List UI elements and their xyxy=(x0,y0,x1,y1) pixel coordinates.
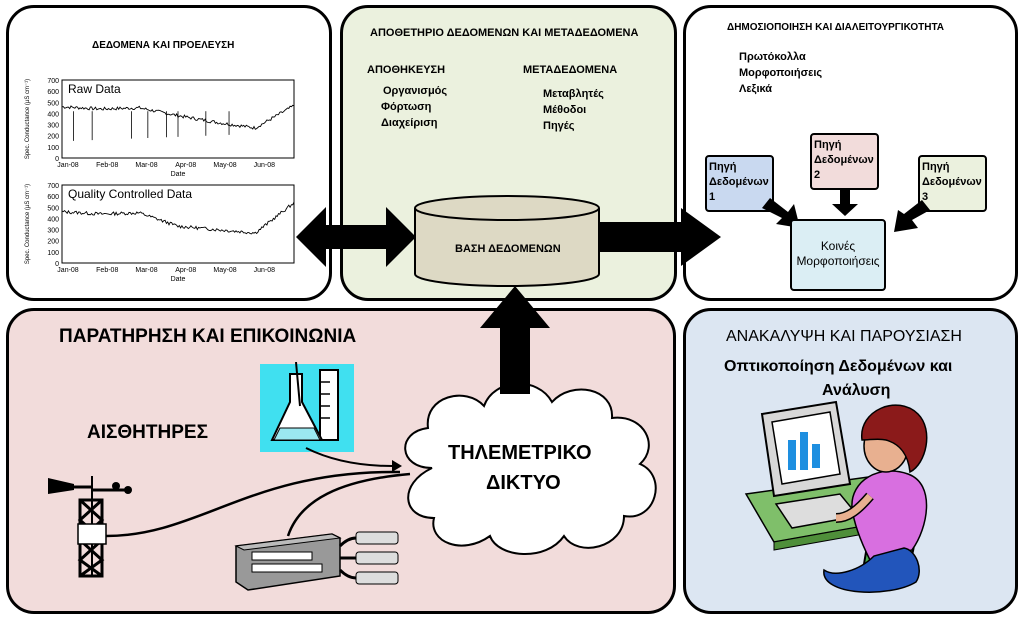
y-tick-label: 600 xyxy=(47,194,59,201)
source-label: Πηγή xyxy=(709,161,737,173)
storage-item: Οργανισμός xyxy=(383,85,448,97)
publish-panel-title: ΔΗΜΟΣΙΟΠΟΙΗΣΗ ΚΑΙ ΔΙΑΛΕΙΤΟΥΡΓΙΚΟΤΗΤΑ xyxy=(727,22,945,33)
data-logger-icon xyxy=(234,531,399,591)
sensors-label: ΑΙΣΘΗΤΗΡΕΣ xyxy=(87,422,208,443)
arrow-network-repository xyxy=(480,286,550,394)
series-line xyxy=(61,201,295,235)
y-tick-label: 200 xyxy=(47,239,59,246)
y-tick-label: 200 xyxy=(47,134,59,141)
common-formats-box: Κοινές Μορφοποιήσεις xyxy=(790,219,886,291)
y-tick-label: 0 xyxy=(55,261,59,268)
y-axis-label: Spec. Conductance (μS cm⁻¹) xyxy=(25,184,31,264)
data-source-1: Πηγή Δεδομένων 1 xyxy=(705,155,774,212)
x-tick-label: May-08 xyxy=(213,267,236,274)
observation-panel-title: ΠΑΡΑΤΗΡΗΣΗ ΚΑΙ ΕΠΙΚΟΙΝΩΝΙΑ xyxy=(59,326,357,347)
x-tick-label: May-08 xyxy=(213,162,236,169)
common-formats-label: Κοινές xyxy=(820,239,856,253)
y-tick-label: 0 xyxy=(55,156,59,163)
storage-item: Φόρτωση xyxy=(381,101,432,113)
source-label: Δεδομένων xyxy=(709,176,769,188)
discovery-panel-title: ΑΝΑΚΑΛΥΨΗ ΚΑΙ ΠΑΡΟΥΣΙΑΣΗ xyxy=(726,328,962,345)
telemetry-cloud-icon xyxy=(404,382,657,555)
x-axis-label: Date xyxy=(171,171,186,178)
y-tick-label: 700 xyxy=(47,78,59,85)
weather-station-icon xyxy=(48,476,132,578)
source-label: Πηγή xyxy=(922,161,950,173)
x-tick-label: Apr-08 xyxy=(175,162,196,169)
publish-item: Μορφοποιήσεις xyxy=(739,67,823,79)
source-number: 1 xyxy=(709,191,716,203)
y-tick-label: 500 xyxy=(47,100,59,107)
y-tick-label: 300 xyxy=(47,228,59,235)
publish-item: Λεξικά xyxy=(739,83,773,95)
lab-flask-icon xyxy=(260,362,354,452)
x-tick-label: Apr-08 xyxy=(175,267,196,274)
metadata-title: ΜΕΤΑΔΕΔΟΜΕΝΑ xyxy=(523,64,618,76)
x-tick-label: Mar-08 xyxy=(135,162,157,169)
publish-item: Πρωτόκολλα xyxy=(739,51,806,63)
x-tick-label: Jan-08 xyxy=(57,162,79,169)
discovery-panel xyxy=(683,308,1018,614)
data-source-2: Πηγή Δεδομένων 2 xyxy=(810,133,879,190)
metadata-item: Μεταβλητές xyxy=(543,88,604,100)
x-tick-label: Feb-08 xyxy=(96,162,118,169)
y-tick-label: 100 xyxy=(47,145,59,152)
arrow-repository-publish xyxy=(599,208,721,266)
data-source-3: Πηγή Δεδομένων 3 xyxy=(918,155,987,212)
x-tick-label: Feb-08 xyxy=(96,267,118,274)
common-formats-label: Μορφοποιήσεις xyxy=(796,254,880,268)
storage-item: Διαχείριση xyxy=(381,117,438,129)
x-tick-label: Jun-08 xyxy=(254,162,276,169)
source-label: Πηγή xyxy=(814,139,842,151)
metadata-item: Μέθοδοι xyxy=(543,104,587,116)
source-label: Δεδομένων xyxy=(922,176,982,188)
analyst-at-computer-icon xyxy=(744,400,928,593)
x-tick-label: Jan-08 xyxy=(57,267,79,274)
database-label: ΒΑΣΗ ΔΕΔΟΜΕΝΩΝ xyxy=(455,243,561,255)
y-tick-label: 600 xyxy=(47,89,59,96)
y-tick-label: 500 xyxy=(47,205,59,212)
database-cylinder-icon xyxy=(414,195,600,287)
discovery-subtitle-line1: Οπτικοποίηση Δεδομένων και xyxy=(724,358,953,375)
source-label: Δεδομένων xyxy=(814,154,874,166)
sensor-cables xyxy=(105,447,411,538)
legend-label: Raw Data xyxy=(68,82,121,96)
metadata-item: Πηγές xyxy=(543,120,575,132)
source-number: 3 xyxy=(922,191,929,203)
discovery-subtitle-line2: Ανάλυση xyxy=(822,382,891,399)
y-tick-label: 400 xyxy=(47,216,59,223)
x-tick-label: Jun-08 xyxy=(254,267,276,274)
repository-panel-title: ΑΠΟΘΕΤΗΡΙΟ ΔΕΔΟΜΕΝΩΝ ΚΑΙ ΜΕΤΑΔΕΔΟΜΕΝΑ xyxy=(370,27,639,39)
plot-area xyxy=(61,184,295,264)
telemetry-network-label-2: ΔΙΚΤΥΟ xyxy=(486,472,561,494)
legend-label: Quality Controlled Data xyxy=(68,187,192,201)
x-tick-label: Mar-08 xyxy=(135,267,157,274)
y-tick-label: 700 xyxy=(47,183,59,190)
y-axis-label: Spec. Conductance (μS cm⁻¹) xyxy=(25,79,31,159)
y-tick-label: 400 xyxy=(47,111,59,118)
y-tick-label: 300 xyxy=(47,123,59,130)
source-number: 2 xyxy=(814,169,821,181)
double-arrow-data-repository xyxy=(296,207,416,267)
data-panel-title: ΔΕΔΟΜΕΝΑ ΚΑΙ ΠΡΟΕΛΕΥΣΗ xyxy=(92,40,235,51)
storage-title: ΑΠΟΘΗΚΕΥΣΗ xyxy=(367,64,446,76)
y-tick-label: 100 xyxy=(47,250,59,257)
x-axis-label: Date xyxy=(171,276,186,283)
telemetry-network-label-1: ΤΗΛΕΜΕΤΡΙΚΟ xyxy=(448,442,592,464)
